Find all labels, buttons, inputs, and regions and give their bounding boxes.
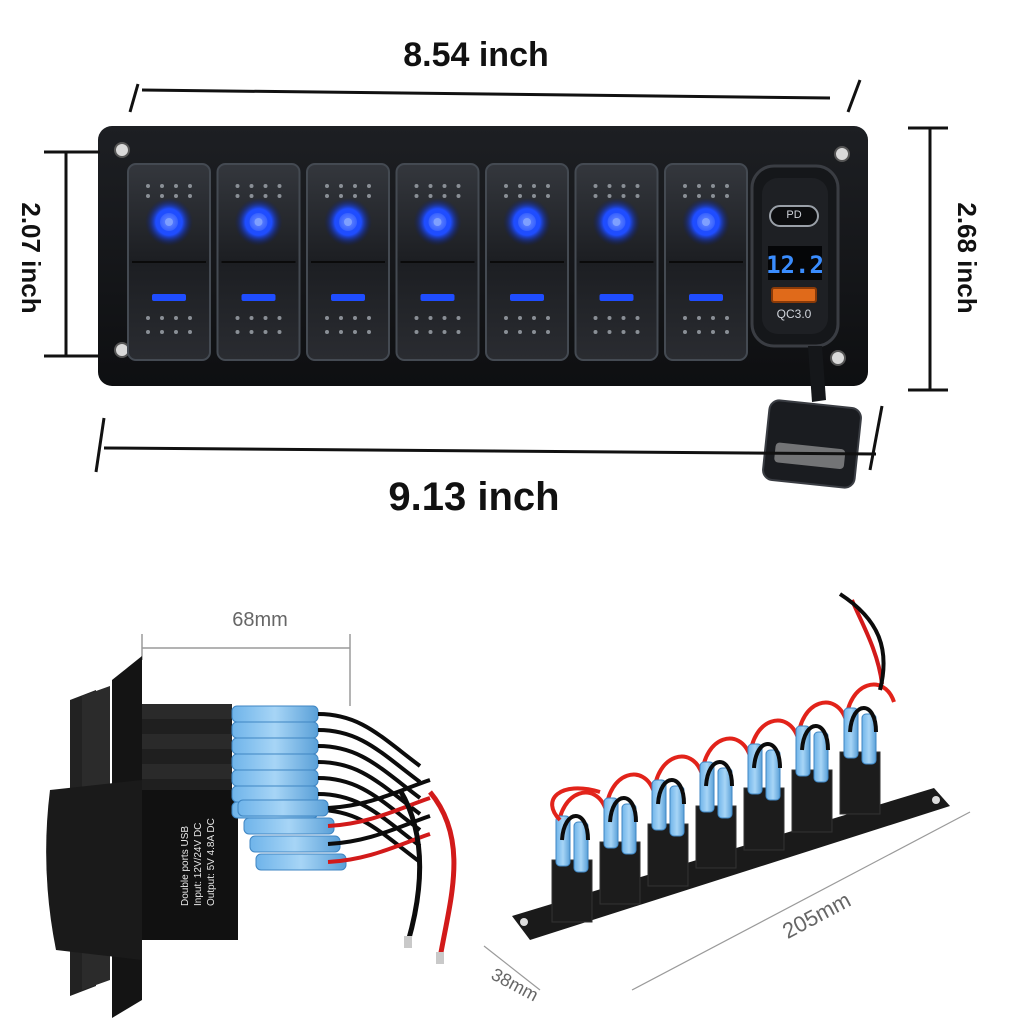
mount-hole (834, 146, 850, 162)
dimension-top-width: 8.54 inch (403, 36, 549, 74)
rear-switch-unit (839, 682, 896, 815)
rocker-switch[interactable] (485, 163, 569, 361)
side-depth-label: 68mm (232, 609, 288, 631)
mount-hole (114, 342, 130, 358)
voltmeter-display (768, 246, 822, 280)
rear-switch-unit (743, 718, 800, 851)
fuse-connector (813, 731, 829, 783)
spade-connector (231, 737, 319, 755)
rear-switch-unit (791, 700, 848, 833)
rocker-switch[interactable] (127, 163, 211, 361)
rear-view: 205mm 38mm (483, 592, 971, 1005)
rear-switch-unit (599, 772, 656, 905)
fuse-connector (651, 779, 667, 831)
side-view: 68mm Double ports USB Input: 12V/24V DC … (46, 609, 457, 1018)
dimension-right-height: 2.68 inch (952, 202, 982, 313)
rocker-switch-row (127, 163, 748, 361)
usb-a-port (771, 287, 817, 303)
usb-module-body (142, 790, 238, 940)
side-depth-dimension (141, 634, 351, 706)
indicator-led (152, 294, 186, 301)
usb-dust-cap (762, 346, 862, 489)
spade-connector (231, 721, 319, 739)
usb-spec-line-2: Input: 12V/24V DC (193, 823, 204, 906)
fuse-connector (699, 761, 715, 813)
voltage-readout: 12.2 (766, 251, 824, 279)
fuse-connector (765, 749, 781, 801)
usb-spec-line-1: Double ports USB (180, 826, 191, 906)
dimension-left-height: 2.07 inch (16, 202, 46, 313)
switch-body (142, 734, 232, 752)
fuse-connector (717, 767, 733, 819)
switch-body (142, 704, 232, 722)
indicator-led (241, 294, 276, 301)
fuse-connector (843, 707, 859, 759)
usb-c-port (769, 205, 819, 227)
spade-connector (231, 705, 319, 723)
usb-spec-line-3: Output: 5V 4.8A DC (206, 818, 217, 906)
rocker-switch[interactable] (664, 163, 748, 361)
switch-body (142, 719, 232, 737)
rear-switch-unit (647, 754, 704, 887)
fuse-connector (861, 713, 877, 765)
rocker-switch[interactable] (306, 163, 390, 361)
spade-connector (231, 753, 319, 771)
dimension-lines-front (44, 79, 948, 473)
qc-label: QC3.0 (777, 307, 812, 321)
fuse-connector (555, 815, 571, 867)
rear-length-label: 205mm (778, 887, 855, 944)
fuse-connector (573, 821, 589, 873)
indicator-led (331, 294, 365, 301)
indicator-led (420, 294, 455, 301)
rocker-switch[interactable] (574, 163, 659, 361)
dimension-bottom-width: 9.13 inch (388, 475, 559, 519)
mount-hole (830, 350, 846, 366)
switch-body (142, 749, 232, 767)
front-panel-view: PD 12.2 QC3.0 (98, 126, 868, 489)
indicator-led (510, 294, 544, 301)
indicator-led (689, 294, 723, 301)
usb-charger-module: PD 12.2 QC3.0 (750, 164, 840, 348)
fuse-connector (603, 797, 619, 849)
rocker-switch[interactable] (216, 163, 301, 361)
fuse-connector (669, 785, 685, 837)
indicator-led (599, 294, 634, 301)
rocker-switch[interactable] (395, 163, 480, 361)
fuse-connector (621, 803, 637, 855)
rear-dimension-lines (483, 811, 971, 991)
mount-hole (114, 142, 130, 158)
rear-switch-unit (695, 736, 752, 869)
fuse-connector (795, 725, 811, 777)
pd-label: PD (786, 209, 801, 221)
fuse-connector (747, 743, 763, 795)
switch-body (142, 764, 232, 782)
spade-connector (231, 769, 319, 787)
